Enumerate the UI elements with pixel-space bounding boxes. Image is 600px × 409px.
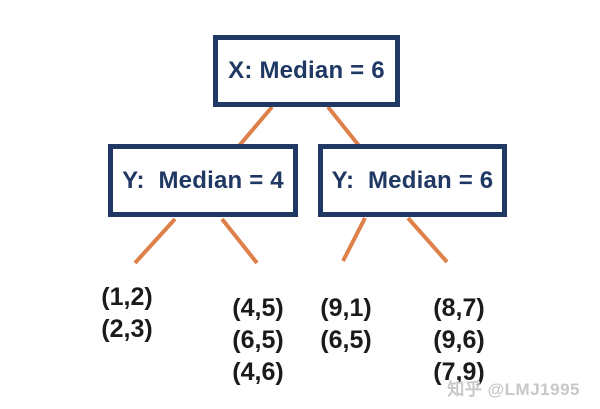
edge-left-child-to-leaf-2 — [220, 217, 259, 265]
leaf-point: (9,6) — [433, 326, 485, 354]
leaf-point: (4,6) — [232, 358, 284, 386]
leaf-group-4: (8,7) (9,6) (7,9) — [428, 292, 490, 388]
edge-right-child-to-leaf-3 — [341, 217, 367, 262]
leaf-group-1: (1,2) (2,3) — [96, 281, 158, 345]
node-root: X: Median = 6 — [213, 35, 400, 107]
node-left-child-label: Y: Median = 4 — [122, 166, 284, 194]
leaf-point: (1,2) — [101, 283, 153, 311]
edge-left-child-to-leaf-1 — [133, 217, 177, 265]
node-right-child-label: Y: Median = 6 — [331, 166, 494, 194]
edge-root-to-right-child — [326, 105, 362, 149]
node-root-label: X: Median = 6 — [228, 57, 385, 84]
leaf-point: (7,9) — [433, 358, 485, 386]
leaf-point: (6,5) — [232, 326, 284, 354]
leaf-point: (9,1) — [320, 294, 372, 322]
edge-right-child-to-leaf-4 — [406, 216, 449, 264]
leaf-point: (8,7) — [433, 294, 485, 322]
watermark: 知乎 @LMJ1995 — [447, 380, 580, 399]
leaf-point: (2,3) — [101, 315, 153, 343]
leaf-point: (6,5) — [320, 326, 372, 354]
edge-root-to-left-child — [236, 105, 274, 149]
leaf-group-2: (4,5) (6,5) (4,6) — [227, 292, 289, 388]
leaf-group-3: (9,1) (6,5) — [315, 292, 377, 356]
leaf-point: (4,5) — [232, 294, 284, 322]
node-left-child: Y: Median = 4 — [108, 144, 298, 217]
node-right-child: Y: Median = 6 — [318, 144, 507, 217]
